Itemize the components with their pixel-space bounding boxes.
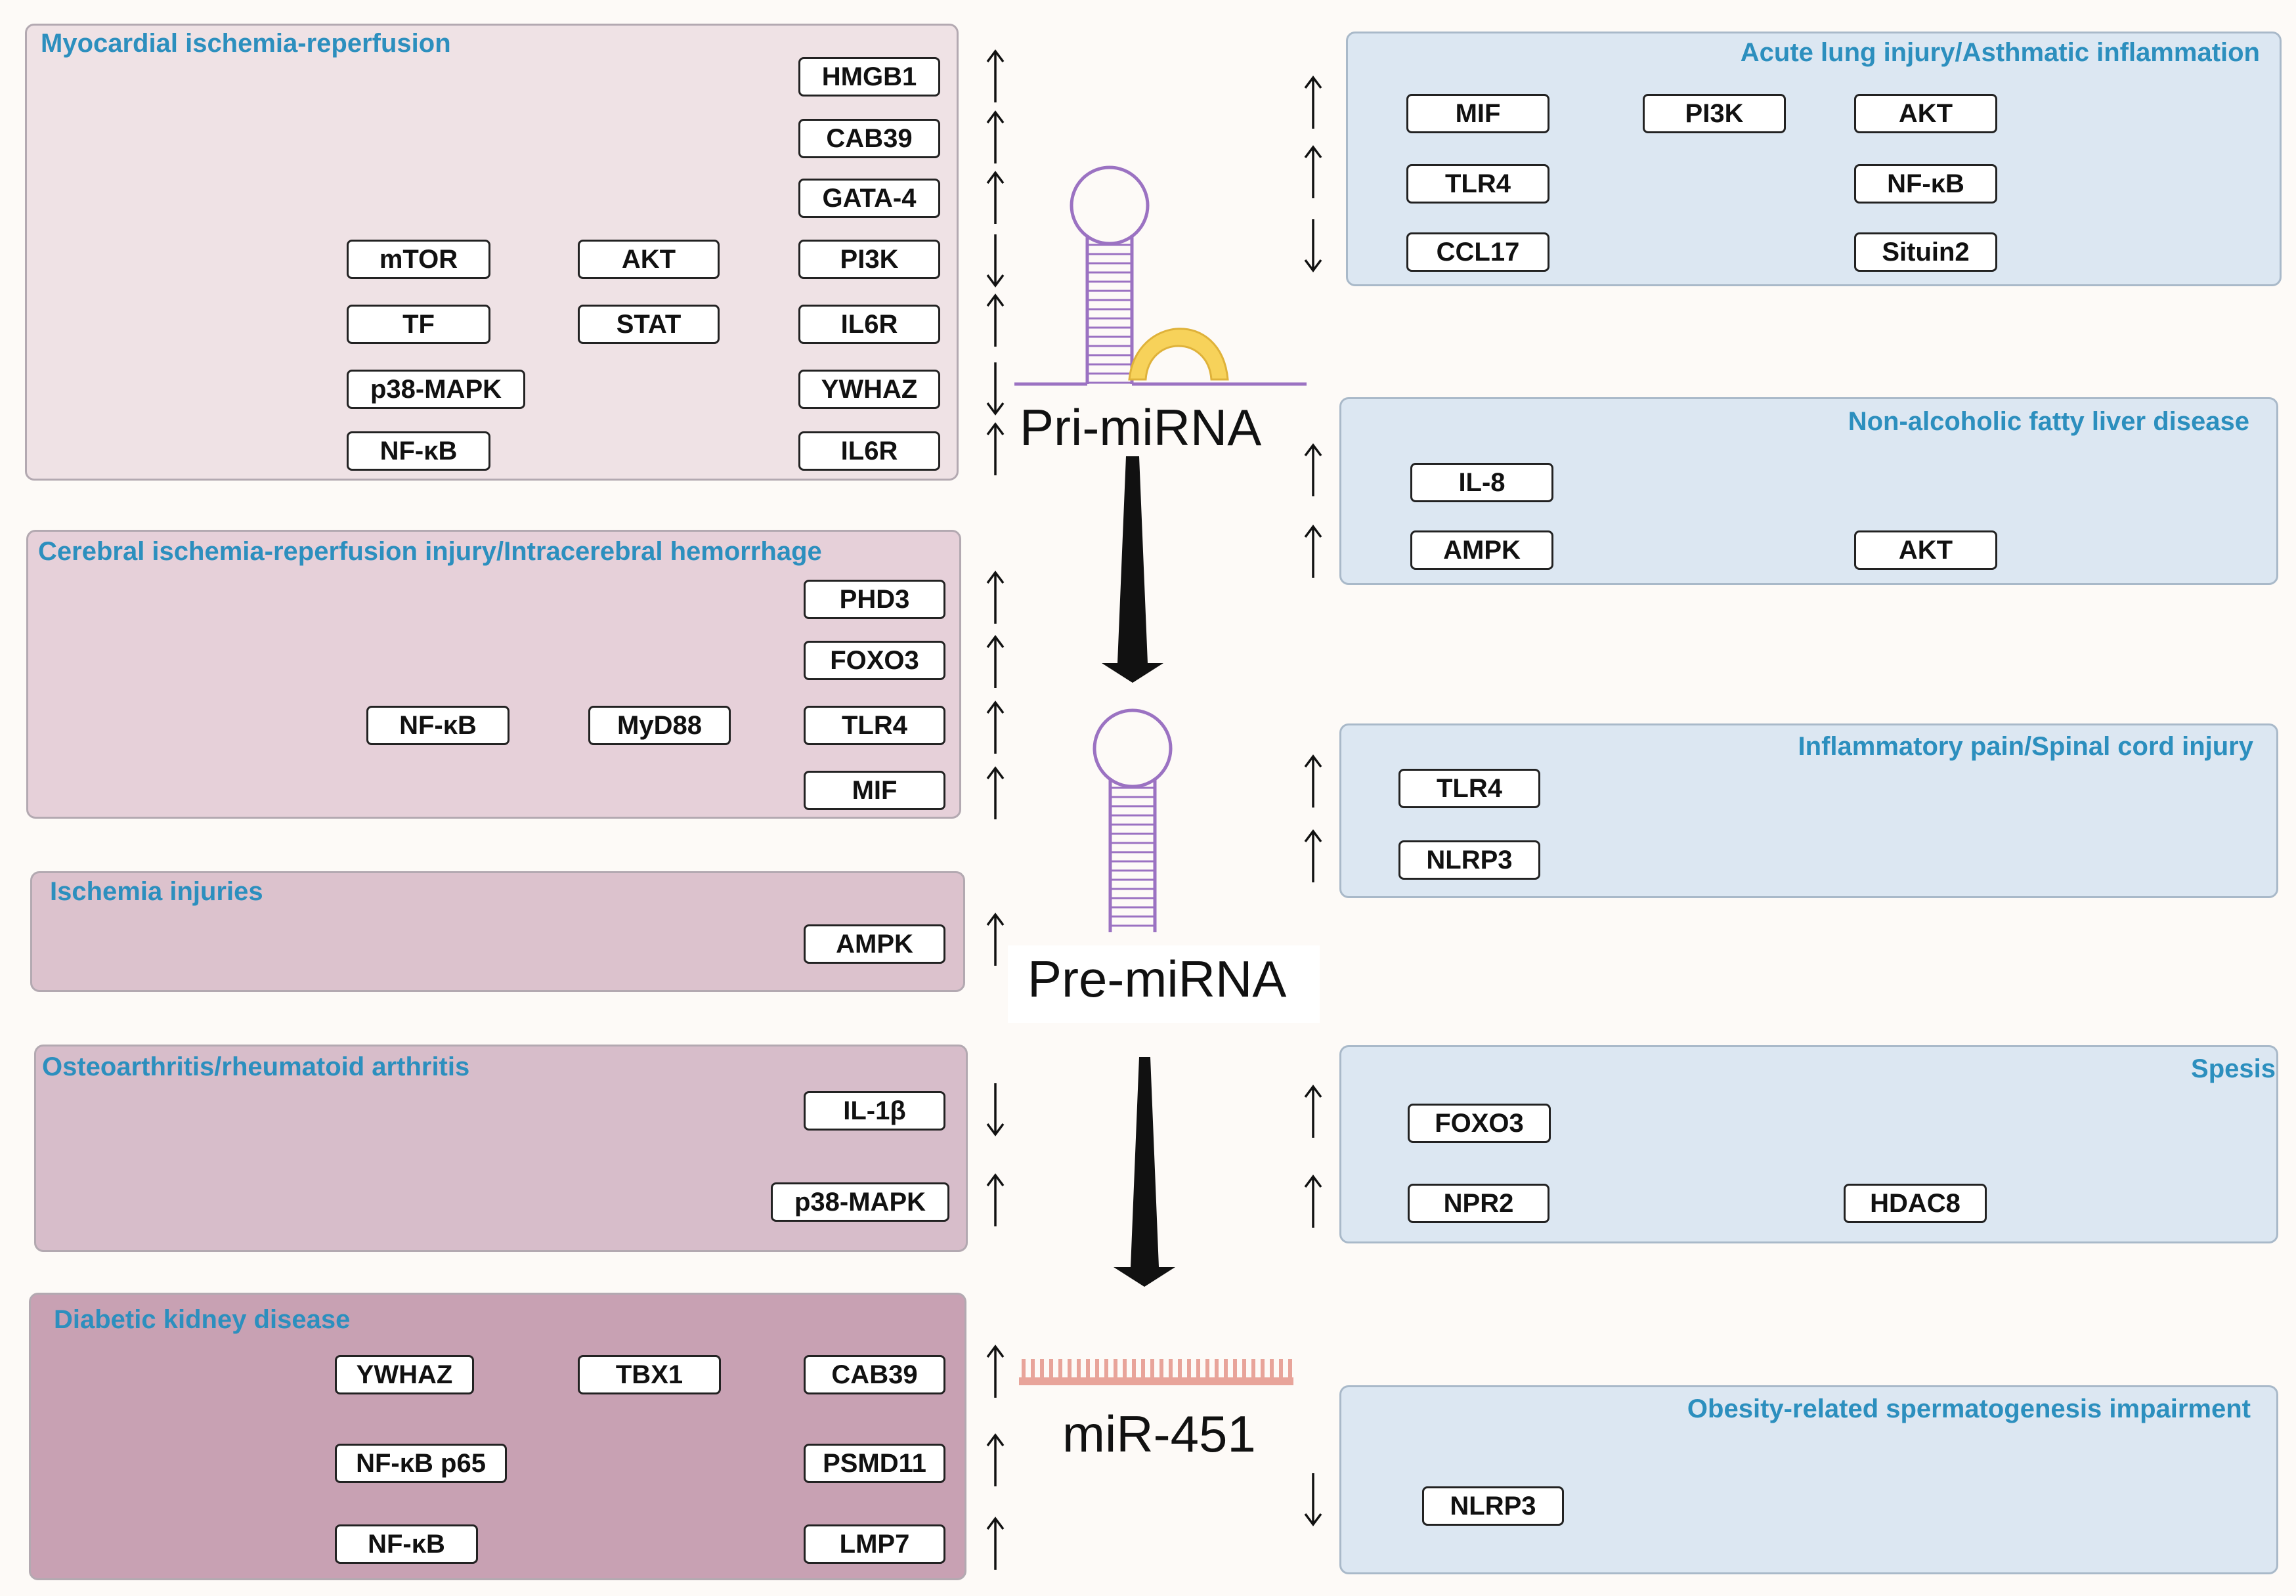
myocardial-node-hmgb1: HMGB1 — [798, 57, 940, 97]
myocardial-indicator-up-1 — [986, 110, 1005, 163]
myocardial-node-p38-mapk: p38-MAPK — [347, 370, 525, 409]
myocardial-node-tf: TF — [347, 305, 490, 344]
mir-451-label: miR-451 — [1062, 1405, 1256, 1463]
kidney-panel-title: Diabetic kidney disease — [54, 1305, 351, 1334]
spinal-node-nlrp3: NLRP3 — [1398, 840, 1540, 880]
cerebral-node-myd88: MyD88 — [588, 706, 731, 745]
liver-indicator-up-1 — [1304, 525, 1322, 578]
mature-mirna-duplex — [1019, 1359, 1293, 1385]
pre-mirna-label-backdrop — [1008, 945, 1320, 1023]
obesity-indicator-down-0 — [1304, 1473, 1322, 1526]
liver-node-ampk: AMPK — [1410, 530, 1553, 570]
cerebral-indicator-up-0 — [986, 571, 1005, 624]
ischemia-node-ampk: AMPK — [804, 924, 945, 964]
cerebral-node-phd3: PHD3 — [804, 580, 945, 619]
lung-node-nf-b: NF-κB — [1854, 164, 1997, 204]
pre-mirna-label: Pre-miRNA — [1028, 950, 1287, 1008]
lung-node-pi3k: PI3K — [1643, 94, 1786, 133]
arthritis-node-il-1-: IL-1β — [804, 1091, 945, 1131]
arthritis-panel-title: Osteoarthritis/rheumatoid arthritis — [42, 1052, 470, 1081]
myocardial-node-cab39: CAB39 — [798, 119, 940, 158]
lung-node-akt: AKT — [1854, 94, 1997, 133]
lung-node-situin2: Situin2 — [1854, 232, 1997, 272]
lung-indicator-up-1 — [1304, 145, 1322, 198]
liver-indicator-up-0 — [1304, 443, 1322, 496]
liver-node-il-8: IL-8 — [1410, 463, 1553, 502]
lung-panel-title: Acute lung injury/Asthmatic inflammation — [1740, 38, 2260, 67]
myocardial-node-stat: STAT — [578, 305, 720, 344]
kidney-indicator-up-0 — [986, 1345, 1005, 1398]
myocardial-panel-title: Myocardial ischemia-reperfusion — [41, 29, 451, 58]
cerebral-node-foxo3: FOXO3 — [804, 641, 945, 680]
myocardial-indicator-up-6 — [986, 422, 1005, 475]
arthritis-indicator-up-1 — [986, 1173, 1005, 1226]
myocardial-indicator-up-4 — [986, 293, 1005, 347]
kidney-node-lmp7: LMP7 — [804, 1524, 945, 1564]
cerebral-node-nf-b: NF-κB — [366, 706, 509, 745]
lung-node-ccl17: CCL17 — [1406, 232, 1549, 272]
lung-indicator-up-0 — [1304, 75, 1322, 129]
obesity-panel-title: Obesity-related spermatogenesis impairme… — [1687, 1394, 2251, 1423]
ischemia-panel-title: Ischemia injuries — [50, 877, 263, 906]
myocardial-node-il6r: IL6R — [798, 431, 940, 471]
sepsis-node-foxo3: FOXO3 — [1408, 1104, 1551, 1143]
drosha-enzyme — [1128, 328, 1229, 381]
processing-arrow-1 — [1102, 456, 1163, 683]
cerebral-node-mif: MIF — [804, 771, 945, 810]
sepsis-indicator-up-1 — [1304, 1175, 1322, 1228]
spinal-panel-title: Inflammatory pain/Spinal cord injury — [1798, 732, 2253, 761]
arthritis-node-p38-mapk: p38-MAPK — [771, 1182, 949, 1222]
myocardial-indicator-up-2 — [986, 171, 1005, 224]
myocardial-node-nf-b: NF-κB — [347, 431, 490, 471]
ischemia-indicator-up-0 — [986, 913, 1005, 966]
obesity-node-nlrp3: NLRP3 — [1422, 1486, 1564, 1526]
myocardial-indicator-down-3 — [986, 234, 1005, 288]
myocardial-node-il6r: IL6R — [798, 305, 940, 344]
cerebral-node-tlr4: TLR4 — [804, 706, 945, 745]
spinal-node-tlr4: TLR4 — [1398, 769, 1540, 808]
cerebral-indicator-up-3 — [986, 766, 1005, 819]
processing-arrow-2 — [1114, 1057, 1175, 1287]
lung-panel — [1346, 32, 2282, 286]
myocardial-node-ywhaz: YWHAZ — [798, 370, 940, 409]
liver-node-akt: AKT — [1854, 530, 1997, 570]
kidney-node-cab39: CAB39 — [804, 1355, 945, 1394]
kidney-node-psmd11: PSMD11 — [804, 1444, 945, 1483]
spinal-indicator-up-1 — [1304, 829, 1322, 882]
sepsis-node-npr2: NPR2 — [1408, 1184, 1549, 1223]
lung-node-mif: MIF — [1406, 94, 1549, 133]
pre-mirna-hairpin — [1093, 708, 1173, 932]
myocardial-indicator-up-0 — [986, 49, 1005, 102]
myocardial-node-gata-4: GATA-4 — [798, 179, 940, 218]
arthritis-indicator-down-0 — [986, 1083, 1005, 1136]
myocardial-node-mtor: mTOR — [347, 240, 490, 279]
lung-node-tlr4: TLR4 — [1406, 164, 1549, 204]
sepsis-node-hdac8: HDAC8 — [1844, 1184, 1987, 1223]
sepsis-panel-title: Spesis — [2191, 1054, 2276, 1083]
kidney-node-tbx1: TBX1 — [578, 1355, 721, 1394]
myocardial-node-akt: AKT — [578, 240, 720, 279]
myocardial-node-pi3k: PI3K — [798, 240, 940, 279]
sepsis-indicator-up-0 — [1304, 1085, 1322, 1138]
kidney-node-nf-b: NF-κB — [335, 1524, 478, 1564]
liver-panel-title: Non-alcoholic fatty liver disease — [1848, 407, 2249, 436]
cerebral-indicator-up-1 — [986, 635, 1005, 688]
kidney-indicator-up-2 — [986, 1517, 1005, 1570]
cerebral-indicator-up-2 — [986, 701, 1005, 754]
kidney-node-nf-b-p65: NF-κB p65 — [335, 1444, 507, 1483]
lung-indicator-down-2 — [1304, 219, 1322, 272]
obesity-panel — [1339, 1385, 2278, 1574]
pri-mirna-label: Pri-miRNA — [1020, 399, 1262, 456]
myocardial-indicator-down-5 — [986, 362, 1005, 416]
pri-mirna-hairpin — [1014, 165, 1307, 386]
cerebral-panel-title: Cerebral ischemia-reperfusion injury/Int… — [38, 537, 822, 566]
spinal-indicator-up-0 — [1304, 754, 1322, 808]
kidney-indicator-up-1 — [986, 1433, 1005, 1486]
kidney-node-ywhaz: YWHAZ — [335, 1355, 474, 1394]
